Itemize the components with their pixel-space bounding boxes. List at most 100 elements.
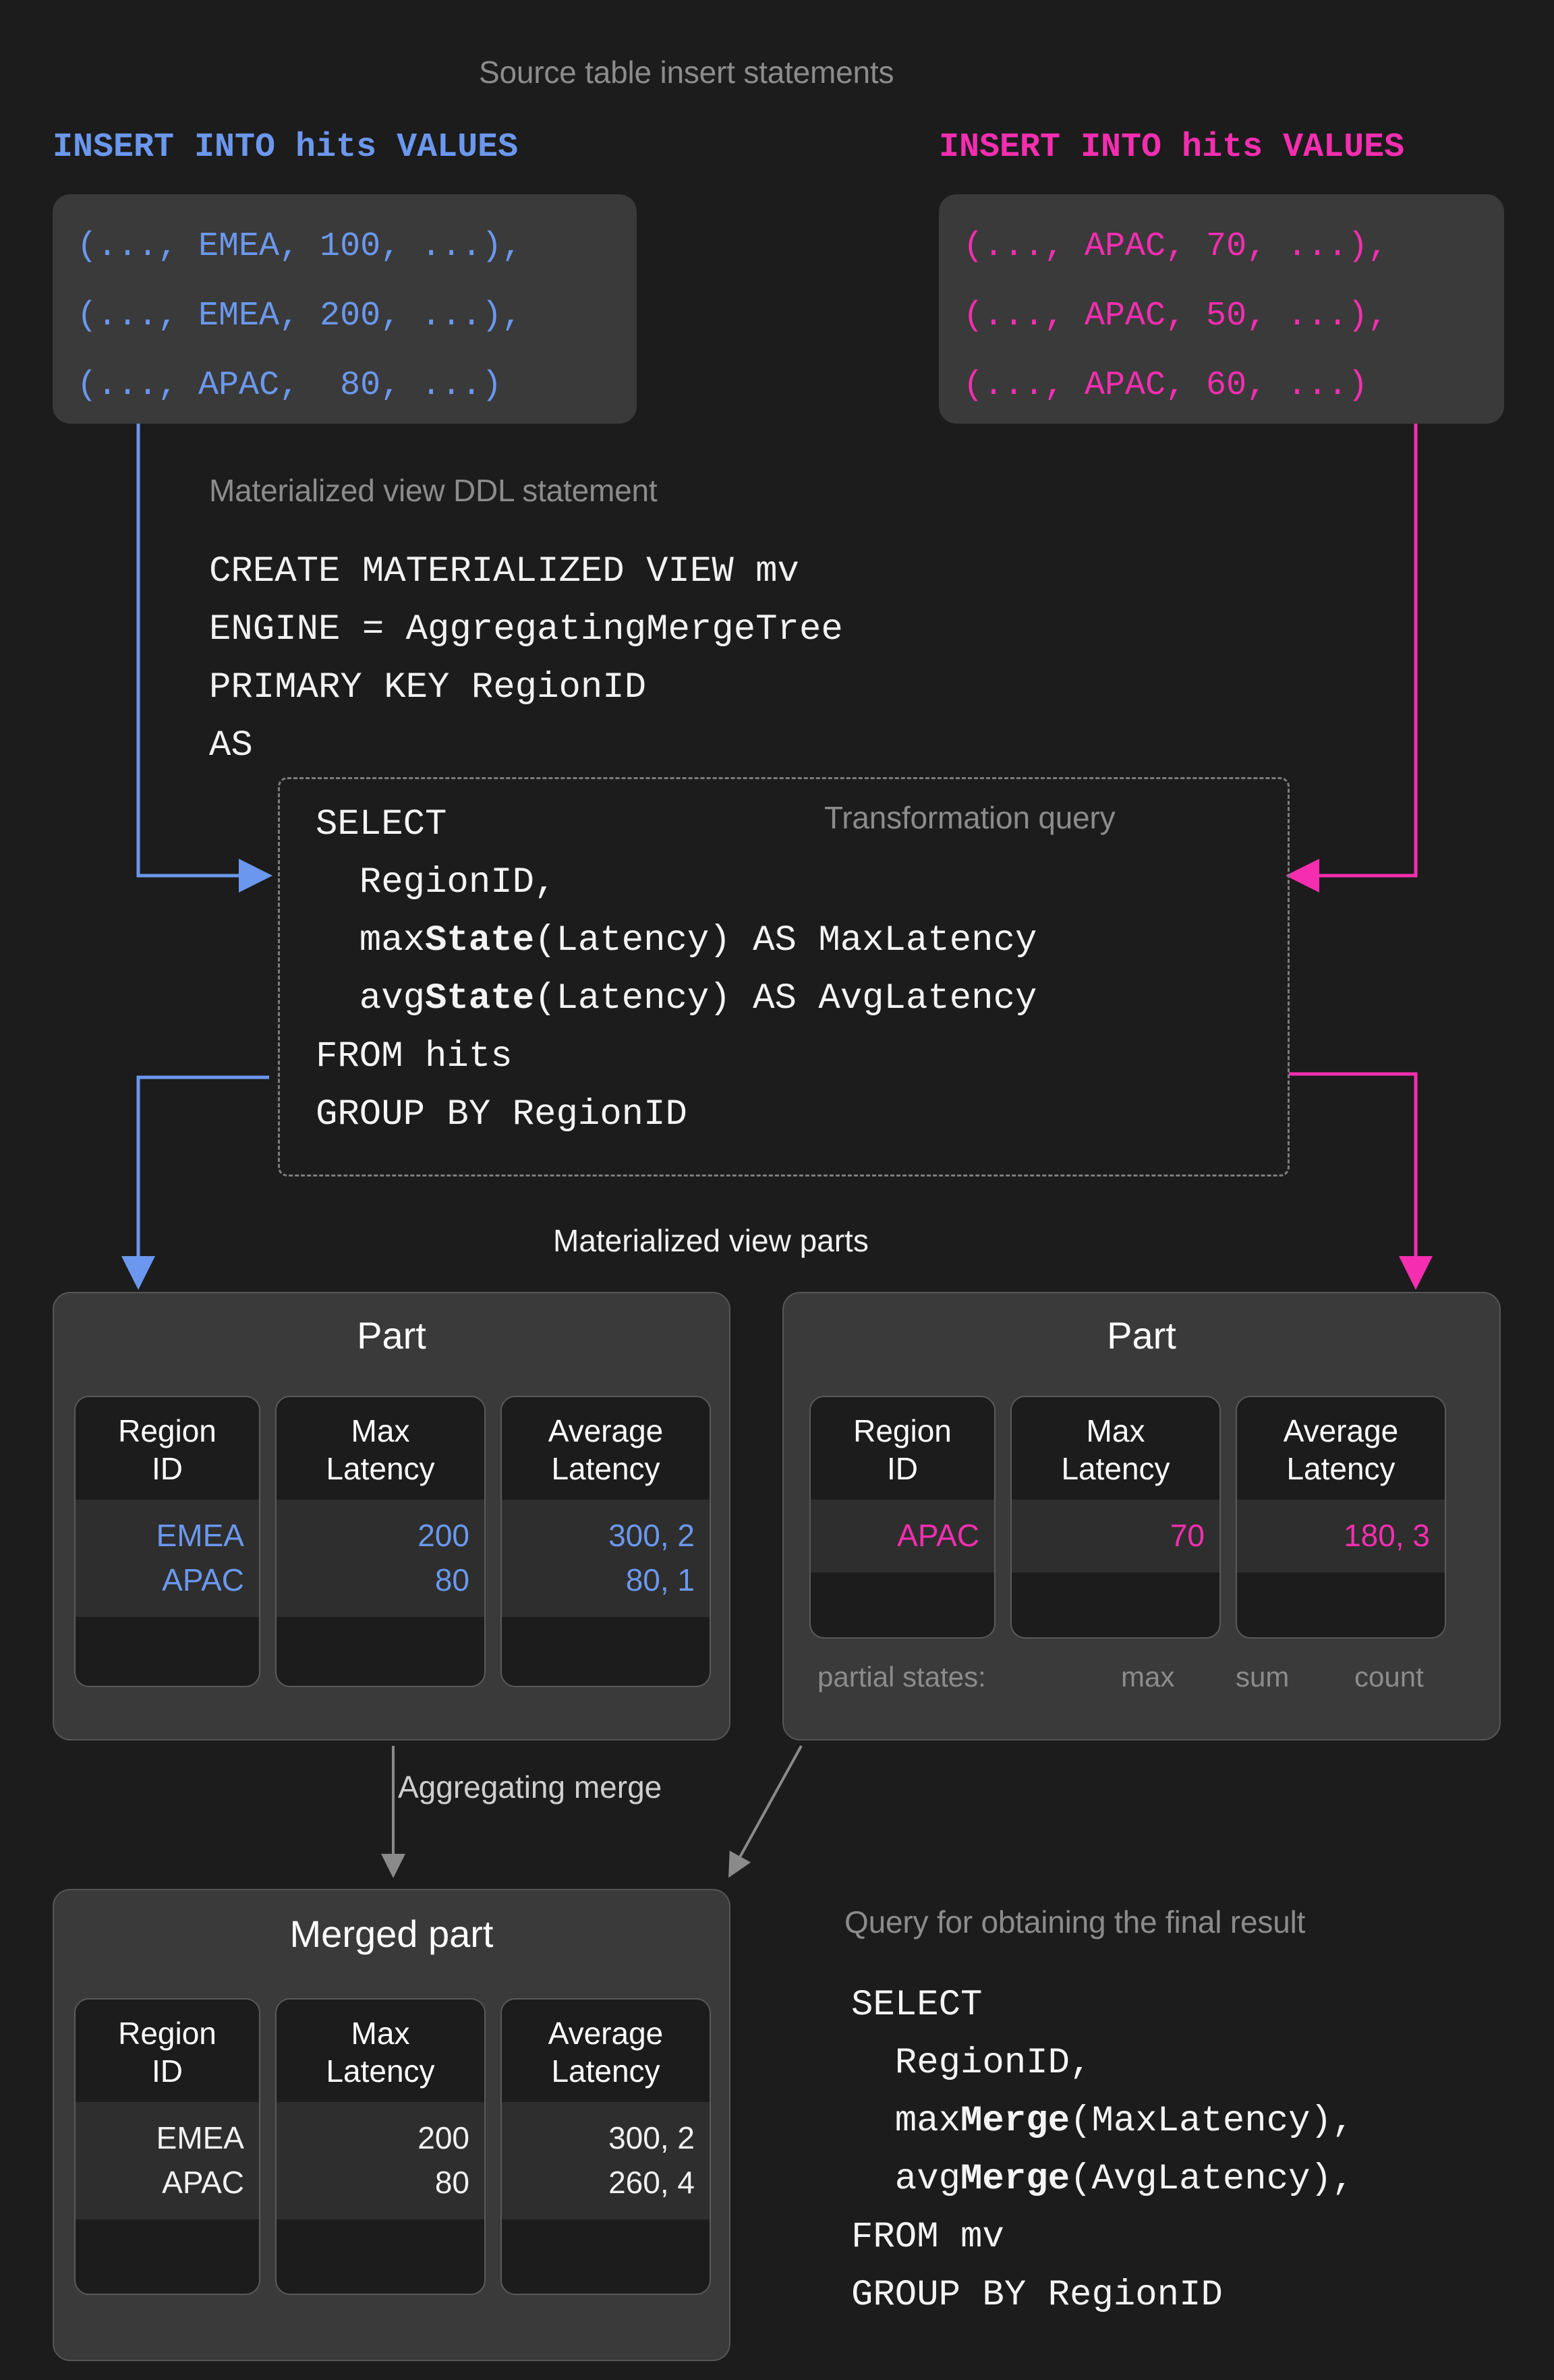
merged-col2-body: 300, 2 260, 4 bbox=[502, 2102, 710, 2219]
ddl-line-1: ENGINE = AggregatingMergeTree bbox=[209, 601, 843, 659]
merged-col1-header: Max Latency bbox=[277, 2000, 484, 2102]
ddl-heading: Materialized view DDL statement bbox=[209, 472, 657, 509]
final-query-block: SELECT RegionID, maxMerge(MaxLatency), a… bbox=[851, 1977, 1354, 2325]
table-cell: 70 bbox=[1012, 1513, 1219, 1558]
insert-right-header: INSERT INTO hits VALUES bbox=[939, 128, 1404, 167]
table-cell: EMEA bbox=[76, 1513, 259, 1558]
part-right-col1-header: Max Latency bbox=[1012, 1397, 1219, 1500]
table-cell: 200 bbox=[277, 1513, 484, 1558]
merged-col1-body: 200 80 bbox=[277, 2102, 484, 2219]
table-cell: EMEA bbox=[76, 2116, 259, 2160]
query-avgstate-post: (Latency) AS AvgLatency bbox=[534, 978, 1037, 1019]
source-inserts-heading: Source table insert statements bbox=[479, 54, 894, 90]
final-query-line-maxmerge: maxMerge(MaxLatency), bbox=[851, 2093, 1354, 2151]
edge-pink-insert-to-query bbox=[1289, 422, 1416, 876]
part-left-col0-header: Region ID bbox=[76, 1397, 259, 1500]
merged-part-column-maxlatency: Max Latency 200 80 bbox=[275, 1998, 486, 2295]
final-maxmerge-bold: Merge bbox=[960, 2101, 1070, 2142]
query-maxstate-pre: max bbox=[316, 920, 425, 961]
final-query-heading: Query for obtaining the final result bbox=[844, 1904, 1305, 1940]
merged-part-column-regionid: Region ID EMEA APAC bbox=[74, 1998, 260, 2295]
part-left-column-maxlatency: Max Latency 200 80 bbox=[275, 1396, 486, 1687]
final-avgmerge-post: (AvgLatency), bbox=[1070, 2159, 1354, 2200]
insert-left-row-2: (..., APAC, 80, ...) bbox=[77, 351, 612, 420]
query-line-regionid: RegionID, bbox=[316, 854, 1037, 912]
part-right-col2-header: Average Latency bbox=[1237, 1397, 1445, 1500]
query-avgstate-pre: avg bbox=[316, 978, 425, 1019]
final-query-line-groupby: GROUP BY RegionID bbox=[851, 2267, 1354, 2325]
query-maxstate-bold: State bbox=[425, 920, 534, 961]
edge-blue-query-to-part bbox=[138, 1077, 269, 1286]
aggregating-merge-label: Aggregating merge bbox=[398, 1769, 662, 1805]
final-maxmerge-pre: max bbox=[851, 2101, 960, 2142]
partial-states-label: partial states: bbox=[817, 1661, 986, 1693]
insert-left-row-0: (..., EMEA, 100, ...), bbox=[77, 212, 612, 281]
part-left-col2-header: Average Latency bbox=[502, 1397, 710, 1500]
part-right-col0-header: Region ID bbox=[811, 1397, 994, 1500]
table-cell: 80 bbox=[277, 1558, 484, 1602]
part-left-col0-body: EMEA APAC bbox=[76, 1500, 259, 1617]
part-right-column-regionid: Region ID APAC bbox=[809, 1396, 996, 1639]
final-query-line-avgmerge: avgMerge(AvgLatency), bbox=[851, 2151, 1354, 2209]
query-avgstate-bold: State bbox=[425, 978, 534, 1019]
final-query-line-regionid: RegionID, bbox=[851, 2035, 1354, 2093]
partial-state-count: count bbox=[1354, 1661, 1424, 1693]
table-cell: 300, 2 bbox=[502, 1513, 710, 1558]
part-left-col1-body: 200 80 bbox=[277, 1500, 484, 1617]
part-right-col0-body: APAC bbox=[811, 1500, 994, 1572]
ddl-line-0: CREATE MATERIALIZED VIEW mv bbox=[209, 543, 843, 601]
transformation-query-block: SELECT RegionID, maxState(Latency) AS Ma… bbox=[316, 796, 1037, 1144]
merged-col2-header: Average Latency bbox=[502, 2000, 710, 2102]
edge-merge-right bbox=[730, 1746, 801, 1875]
final-avgmerge-bold: Merge bbox=[960, 2159, 1070, 2200]
insert-right-panel: (..., APAC, 70, ...), (..., APAC, 50, ..… bbox=[939, 194, 1504, 424]
table-cell: 80, 1 bbox=[502, 1558, 710, 1602]
part-right-title: Part bbox=[784, 1313, 1499, 1357]
insert-right-row-2: (..., APAC, 60, ...) bbox=[963, 351, 1480, 420]
part-right-column-avglatency: Average Latency 180, 3 bbox=[1236, 1396, 1446, 1639]
part-left-title: Part bbox=[54, 1313, 729, 1357]
ddl-block: CREATE MATERIALIZED VIEW mv ENGINE = Agg… bbox=[209, 543, 843, 775]
part-right-col1-body: 70 bbox=[1012, 1500, 1219, 1572]
insert-right-row-0: (..., APAC, 70, ...), bbox=[963, 212, 1480, 281]
part-left-col2-body: 300, 2 80, 1 bbox=[502, 1500, 710, 1617]
table-cell: 180, 3 bbox=[1237, 1513, 1445, 1558]
merged-part-card: Merged part Region ID EMEA APAC Max Late… bbox=[53, 1889, 730, 2361]
query-line-from: FROM hits bbox=[316, 1028, 1037, 1086]
part-left-col1-header: Max Latency bbox=[277, 1397, 484, 1500]
query-maxstate-post: (Latency) AS MaxLatency bbox=[534, 920, 1037, 961]
merged-col0-header: Region ID bbox=[76, 2000, 259, 2102]
query-line-groupby: GROUP BY RegionID bbox=[316, 1086, 1037, 1144]
final-query-line-from: FROM mv bbox=[851, 2209, 1354, 2267]
part-left-column-avglatency: Average Latency 300, 2 80, 1 bbox=[500, 1396, 711, 1687]
edge-pink-query-to-part bbox=[1289, 1074, 1416, 1286]
query-line-select: SELECT bbox=[316, 796, 1037, 854]
final-avgmerge-pre: avg bbox=[851, 2159, 960, 2200]
insert-left-row-1: (..., EMEA, 200, ...), bbox=[77, 281, 612, 351]
query-line-avgstate: avgState(Latency) AS AvgLatency bbox=[316, 970, 1037, 1028]
table-cell: APAC bbox=[76, 2160, 259, 2205]
partial-state-sum: sum bbox=[1236, 1661, 1289, 1693]
part-left-card: Part Region ID EMEA APAC Max Latency 200… bbox=[53, 1292, 730, 1740]
query-line-maxstate: maxState(Latency) AS MaxLatency bbox=[316, 912, 1037, 970]
table-cell: 80 bbox=[277, 2160, 484, 2205]
mv-parts-heading: Materialized view parts bbox=[553, 1222, 869, 1259]
part-right-col2-body: 180, 3 bbox=[1237, 1500, 1445, 1572]
table-cell: 260, 4 bbox=[502, 2160, 710, 2205]
insert-left-panel: (..., EMEA, 100, ...), (..., EMEA, 200, … bbox=[53, 194, 637, 424]
ddl-line-2: PRIMARY KEY RegionID bbox=[209, 659, 843, 717]
final-maxmerge-post: (MaxLatency), bbox=[1070, 2101, 1354, 2142]
insert-left-header: INSERT INTO hits VALUES bbox=[53, 128, 518, 167]
ddl-line-3: AS bbox=[209, 717, 843, 775]
merged-part-title: Merged part bbox=[54, 1912, 729, 1956]
part-right-column-maxlatency: Max Latency 70 bbox=[1010, 1396, 1221, 1639]
table-cell: 200 bbox=[277, 2116, 484, 2160]
table-cell: APAC bbox=[811, 1513, 994, 1558]
table-cell: APAC bbox=[76, 1558, 259, 1602]
table-cell: 300, 2 bbox=[502, 2116, 710, 2160]
part-left-column-regionid: Region ID EMEA APAC bbox=[74, 1396, 260, 1687]
final-query-line-select: SELECT bbox=[851, 1977, 1354, 2035]
insert-right-row-1: (..., APAC, 50, ...), bbox=[963, 281, 1480, 351]
merged-col0-body: EMEA APAC bbox=[76, 2102, 259, 2219]
